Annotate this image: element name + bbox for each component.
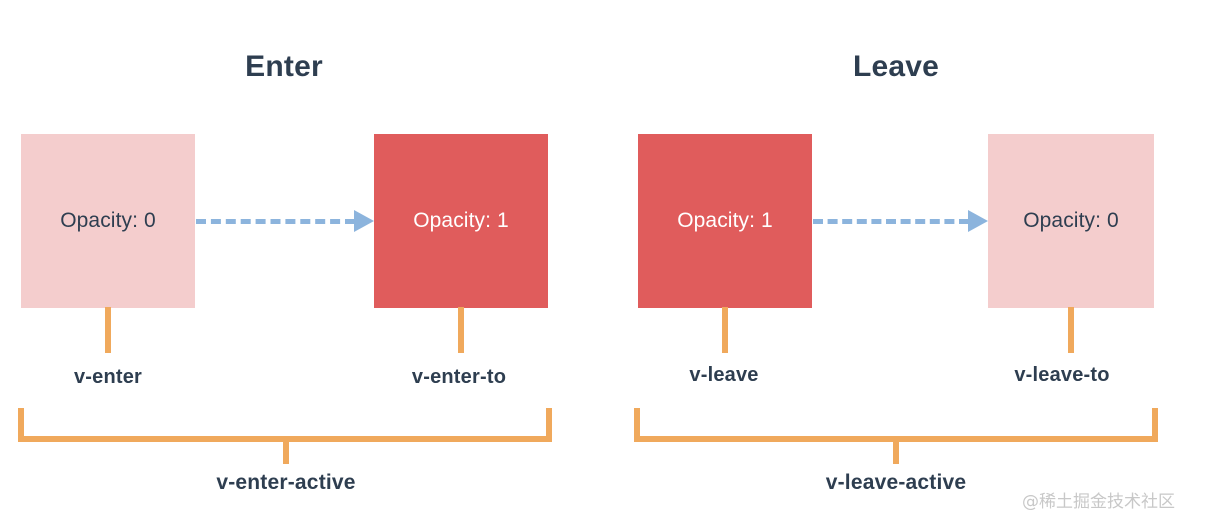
enter-end-state-box: Opacity: 1: [374, 134, 548, 308]
leave-arrow-head-icon: [968, 210, 988, 232]
enter-active-bracket: [18, 408, 552, 442]
enter-start-state-box: Opacity: 0: [21, 134, 195, 308]
leave-section-title: Leave: [852, 50, 940, 83]
leave-active-bracket: [634, 408, 1158, 442]
enter-arrow-line: [196, 218, 355, 224]
leave-to-hook-stem: [1068, 307, 1074, 353]
hook-label-v-leave: v-leave: [689, 364, 759, 386]
hook-label-v-leave-to: v-leave-to: [1014, 364, 1110, 386]
leave-arrow-line: [813, 218, 969, 224]
leave-end-state-box: Opacity: 0: [988, 134, 1154, 308]
enter-to-hook-stem: [458, 307, 464, 353]
enter-hook-stem: [105, 307, 111, 353]
enter-arrow-head-icon: [354, 210, 374, 232]
enter-transition-arrow: [196, 210, 374, 232]
leave-start-state-box: Opacity: 1: [638, 134, 812, 308]
watermark-text: @稀土掘金技术社区: [1022, 492, 1175, 512]
hook-label-v-enter-active: v-enter-active: [216, 471, 356, 494]
hook-label-v-enter: v-enter: [73, 366, 143, 388]
hook-label-v-enter-to: v-enter-to: [411, 366, 507, 388]
enter-section-title: Enter: [245, 50, 323, 83]
leave-transition-arrow: [813, 210, 988, 232]
leave-hook-stem: [722, 307, 728, 353]
enter-active-bracket-stem: [283, 442, 289, 464]
hook-label-v-leave-active: v-leave-active: [825, 471, 967, 494]
leave-active-bracket-stem: [893, 442, 899, 464]
